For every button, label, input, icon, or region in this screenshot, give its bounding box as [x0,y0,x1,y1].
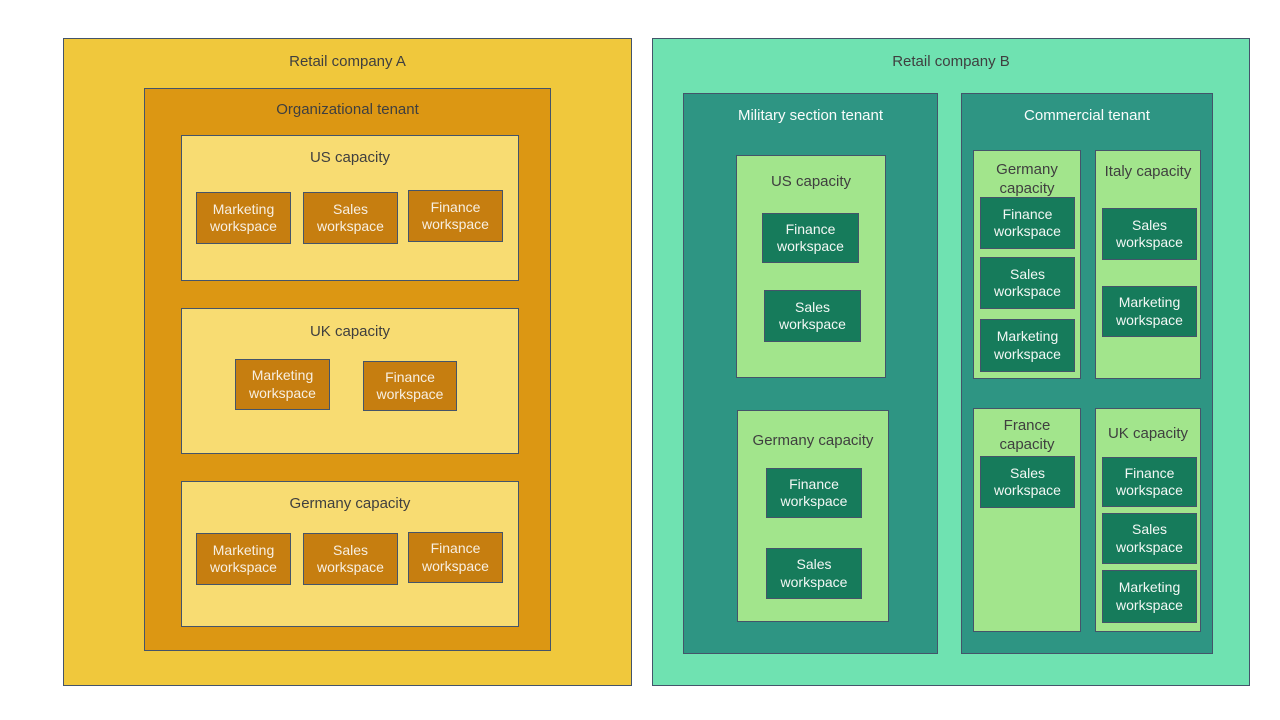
workspace-marketing: Marketing workspace [1102,286,1197,337]
tenant-commercial-title: Commercial tenant [1024,107,1150,124]
capacity-germany-a-title: Germany capacity [289,495,411,512]
workspace-finance: Finance workspace [1102,457,1197,507]
workspace-sales: Sales workspace [303,192,398,244]
workspace-sales: Sales workspace [766,548,862,599]
workspace-sales: Sales workspace [764,290,861,342]
capacity-uk-a-title: UK capacity [309,323,391,340]
capacity-uk-b-title: UK capacity [1107,425,1189,442]
capacity-us-b-title: US capacity [770,173,852,190]
capacity-germany-com-title: Germany capacity [996,161,1058,197]
workspace-marketing: Marketing workspace [980,319,1075,372]
company-a-title: Retail company A [289,53,406,70]
capacity-italy-box: Italy capacity [1095,150,1201,379]
workspace-marketing: Marketing workspace [235,359,330,410]
capacity-france-title: France capacity [999,417,1055,453]
workspace-sales: Sales workspace [303,533,398,585]
workspace-finance: Finance workspace [408,190,503,242]
company-b-title: Retail company B [892,53,1010,70]
capacity-france-box: France capacity [973,408,1081,632]
workspace-marketing: Marketing workspace [1102,570,1197,623]
tenant-military-title: Military section tenant [737,107,884,124]
workspace-sales: Sales workspace [980,257,1075,309]
capacity-us-b-box: US capacity [736,155,886,378]
workspace-finance: Finance workspace [762,213,859,263]
workspace-sales: Sales workspace [1102,208,1197,260]
capacity-germany-mil-title: Germany capacity [752,432,874,449]
workspace-marketing: Marketing workspace [196,533,291,585]
tenant-organizational-title: Organizational tenant [276,101,419,118]
capacity-uk-a-box: UK capacity [181,308,519,454]
workspace-sales: Sales workspace [1102,513,1197,564]
capacity-italy-title: Italy capacity [1104,163,1192,180]
workspace-finance: Finance workspace [980,197,1075,249]
workspace-marketing: Marketing workspace [196,192,291,244]
workspace-sales: Sales workspace [980,456,1075,508]
workspace-finance: Finance workspace [363,361,457,411]
workspace-finance: Finance workspace [766,468,862,518]
workspace-finance: Finance workspace [408,532,503,583]
capacity-us-a-title: US capacity [309,149,391,166]
